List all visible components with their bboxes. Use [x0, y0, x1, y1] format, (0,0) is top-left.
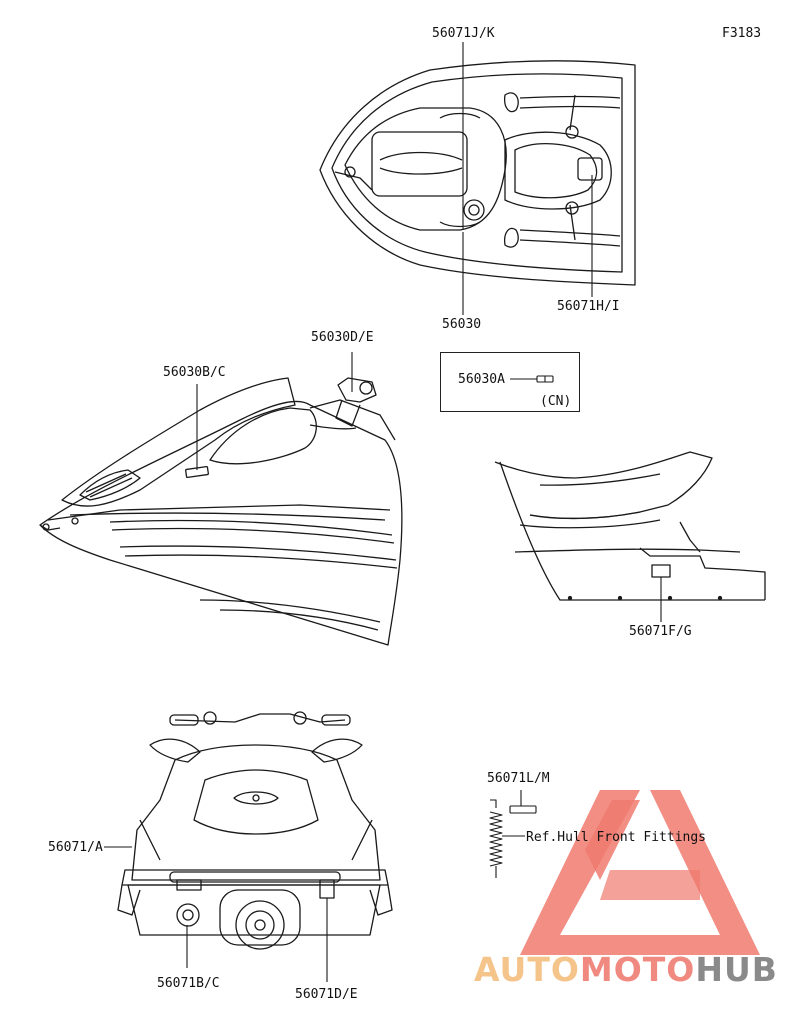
rear-side-drawing: [494, 451, 766, 601]
part-label-56030: 56030: [442, 317, 482, 332]
part-label-56071hi: 56071H/I: [557, 299, 620, 314]
logo-word-auto: AUTO: [474, 950, 580, 989]
reference-note: Ref.Hull Front Fittings: [526, 830, 707, 845]
part-label-56071a: 56071/A: [48, 840, 103, 855]
part-label-56071bc: 56071B/C: [157, 976, 220, 991]
cn-region-label: (CN): [540, 394, 572, 409]
part-label-56071jk: 56071J/K: [432, 26, 495, 41]
automotohub-logo: [520, 790, 760, 955]
label-lm-glyph: [489, 790, 537, 878]
logo-word-hub: HUB: [695, 950, 778, 989]
side-view-leaders: [196, 352, 353, 470]
figure-code: F3183: [722, 26, 762, 41]
top-view-leaders: [462, 42, 593, 315]
part-label-56071lm: 56071L/M: [487, 771, 550, 786]
part-label-56030de: 56030D/E: [311, 330, 374, 345]
cn-variant-box: [440, 352, 580, 412]
logo-triangle: [520, 790, 760, 955]
logo-wordmark: AUTOMOTOHUB: [474, 950, 778, 989]
top-view-drawing: [319, 60, 636, 286]
side-view-drawing: [39, 377, 403, 646]
part-label-56030bc: 56030B/C: [163, 365, 226, 380]
rear-view-leaders: [104, 846, 328, 982]
part-label-56071de: 56071D/E: [295, 987, 358, 1002]
part-label-56030a: 56030A: [458, 372, 505, 387]
logo-word-moto: MOTO: [579, 950, 696, 989]
rear-view-drawing: [117, 711, 393, 950]
cn-part-glyph: [510, 375, 554, 383]
part-label-56071fg: 56071F/G: [629, 624, 692, 639]
